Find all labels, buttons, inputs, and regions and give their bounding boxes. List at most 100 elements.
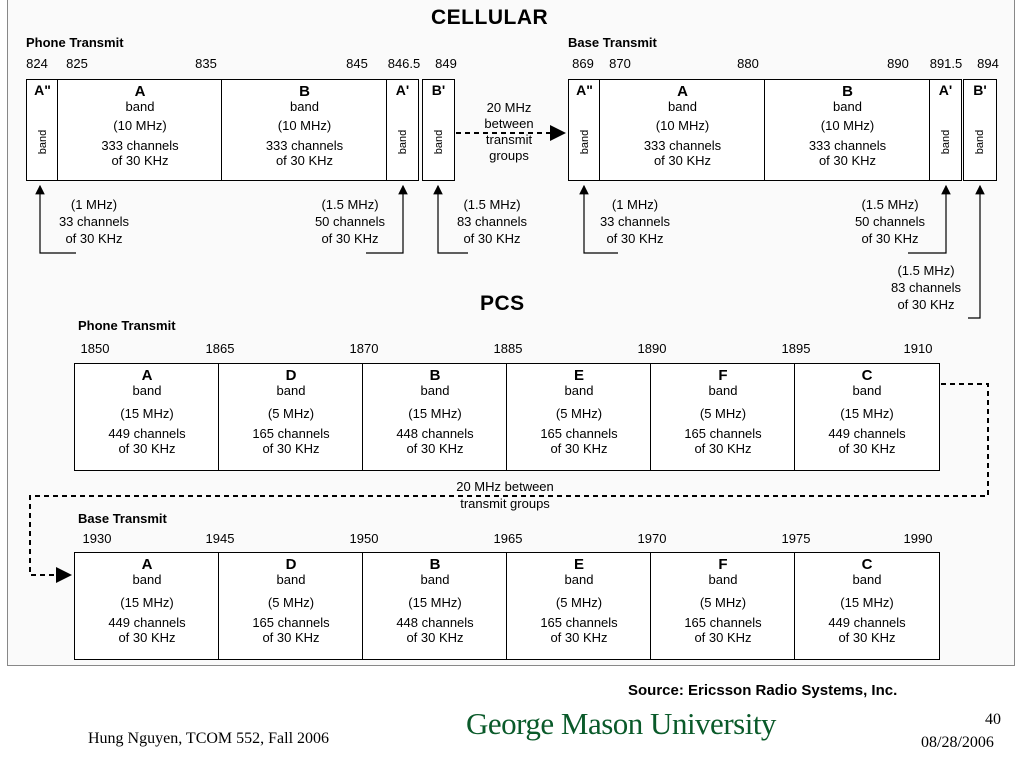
band-mhz: (15 MHz) — [408, 595, 462, 610]
band-letter: B — [299, 83, 310, 100]
callout-arrow — [968, 184, 985, 319]
pcs-base-band-d: D band (5 MHz) 165 channels of 30 KHz — [218, 552, 364, 660]
note-channels: 83 channels — [890, 280, 962, 295]
tick: 1930 — [82, 531, 112, 546]
band-letter: A — [134, 83, 146, 100]
band-channels: 333 channels — [808, 138, 887, 153]
band-channels: 448 channels — [396, 426, 474, 441]
note-width: of 30 KHz — [321, 231, 379, 246]
band-word: band — [290, 99, 319, 114]
band-channel-width: of 30 KHz — [262, 630, 320, 645]
band-letter: A — [141, 367, 153, 384]
band-word: band — [276, 572, 306, 587]
band-channels: 333 channels — [101, 138, 179, 153]
band-mhz: (5 MHz) — [555, 406, 603, 421]
band-word: band — [833, 99, 862, 114]
tick: 1945 — [205, 531, 235, 546]
cellular-phone-note-a2: (1 MHz) 33 channels of 30 KHz — [44, 196, 144, 247]
callout-arrow — [579, 184, 618, 254]
cellular-base-band-b1: B' band — [963, 79, 997, 181]
band-mhz: (15 MHz) — [408, 406, 462, 421]
callout-arrow — [35, 184, 76, 254]
cellular-title: CELLULAR — [431, 6, 549, 29]
note-width: of 30 KHz — [463, 231, 521, 246]
band-letter: A" — [34, 82, 51, 98]
band-channel-width: of 30 KHz — [694, 441, 752, 456]
between-line: between — [484, 116, 534, 131]
note-channels: 50 channels — [854, 214, 926, 229]
band-channel-width: of 30 KHz — [406, 441, 464, 456]
band-mhz: (5 MHz) — [699, 595, 747, 610]
pcs-base-band-c: C band (15 MHz) 449 channels of 30 KHz — [794, 552, 940, 660]
band-channels: 449 channels — [828, 426, 906, 441]
band-word: band — [708, 383, 738, 398]
tick: 835 — [195, 56, 217, 71]
note-width: of 30 KHz — [65, 231, 123, 246]
tick: 1870 — [349, 341, 379, 356]
band-word: band — [125, 99, 155, 114]
between-line: groups — [489, 148, 529, 163]
band-channels: 165 channels — [684, 426, 762, 441]
tick: 869 — [572, 56, 594, 71]
between-line: 20 MHz — [486, 100, 532, 115]
tick: 1975 — [781, 531, 811, 546]
band-letter: A' — [395, 82, 410, 98]
band-channel-width: of 30 KHz — [818, 153, 877, 168]
band-channels: 333 channels — [265, 138, 344, 153]
note-mhz: (1.5 MHz) — [321, 197, 379, 212]
note-channels: 50 channels — [314, 214, 386, 229]
band-channels: 448 channels — [396, 615, 474, 630]
footer-author: Hung Nguyen, TCOM 552, Fall 2006 — [88, 730, 330, 747]
tick: 1965 — [493, 531, 523, 546]
band-channel-width: of 30 KHz — [262, 441, 320, 456]
pcs-phone-transmit-label: Phone Transmit — [78, 318, 176, 333]
pcs-base-band-a: A band (15 MHz) 449 channels of 30 KHz — [74, 552, 220, 660]
band-channel-width: of 30 KHz — [694, 630, 752, 645]
band-channels: 165 channels — [252, 426, 330, 441]
note-mhz: (1.5 MHz) — [897, 263, 955, 278]
band-letter: A — [141, 556, 153, 573]
band-word: band — [852, 572, 882, 587]
page-number: 40 — [985, 711, 1001, 728]
callout-arrow — [366, 184, 408, 254]
band-mhz: (15 MHz) — [840, 595, 894, 610]
note-width: of 30 KHz — [861, 231, 919, 246]
band-letter: B' — [973, 82, 987, 98]
band-channel-width: of 30 KHz — [275, 153, 334, 168]
band-channel-width: of 30 KHz — [550, 441, 608, 456]
pcs-base-band-f: F band (5 MHz) 165 channels of 30 KHz — [650, 552, 796, 660]
note-mhz: (1.5 MHz) — [861, 197, 919, 212]
band-letter: F — [718, 367, 728, 384]
tick: 849 — [435, 56, 457, 71]
pcs-phone-band-e: E band (5 MHz) 165 channels of 30 KHz — [506, 363, 652, 471]
band-letter: C — [861, 367, 873, 384]
footer-date: 08/28/2006 — [921, 734, 994, 751]
pcs-phone-band-b: B band (15 MHz) 448 channels of 30 KHz — [362, 363, 508, 471]
band-channel-width: of 30 KHz — [653, 153, 712, 168]
band-letter: B — [429, 367, 441, 384]
band-channels: 449 channels — [828, 615, 906, 630]
pcs-between-note: 20 MHz between transmit groups — [420, 478, 590, 512]
tick: 1850 — [80, 341, 110, 356]
band-mhz: (10 MHz) — [113, 118, 167, 133]
band-word: band — [132, 572, 162, 587]
band-channels: 165 channels — [540, 426, 618, 441]
band-channel-width: of 30 KHz — [118, 441, 176, 456]
band-mhz: (5 MHz) — [267, 595, 315, 610]
band-mhz: (5 MHz) — [699, 406, 747, 421]
band-word: band — [668, 99, 697, 114]
band-mhz: (15 MHz) — [840, 406, 894, 421]
tick: 1890 — [637, 341, 667, 356]
cellular-between-note: 20 MHz between transmit groups — [464, 100, 554, 164]
band-channel-width: of 30 KHz — [838, 630, 896, 645]
band-channels: 449 channels — [108, 426, 186, 441]
between-line: transmit groups — [460, 496, 550, 511]
source-credit: Source: Ericsson Radio Systems, Inc. — [628, 682, 898, 699]
tick: 870 — [609, 56, 631, 71]
tick: 1910 — [903, 341, 933, 356]
note-channels: 33 channels — [58, 214, 130, 229]
band-channel-width: of 30 KHz — [838, 441, 896, 456]
between-line: transmit — [485, 132, 533, 147]
pcs-between-arrow — [29, 383, 989, 583]
